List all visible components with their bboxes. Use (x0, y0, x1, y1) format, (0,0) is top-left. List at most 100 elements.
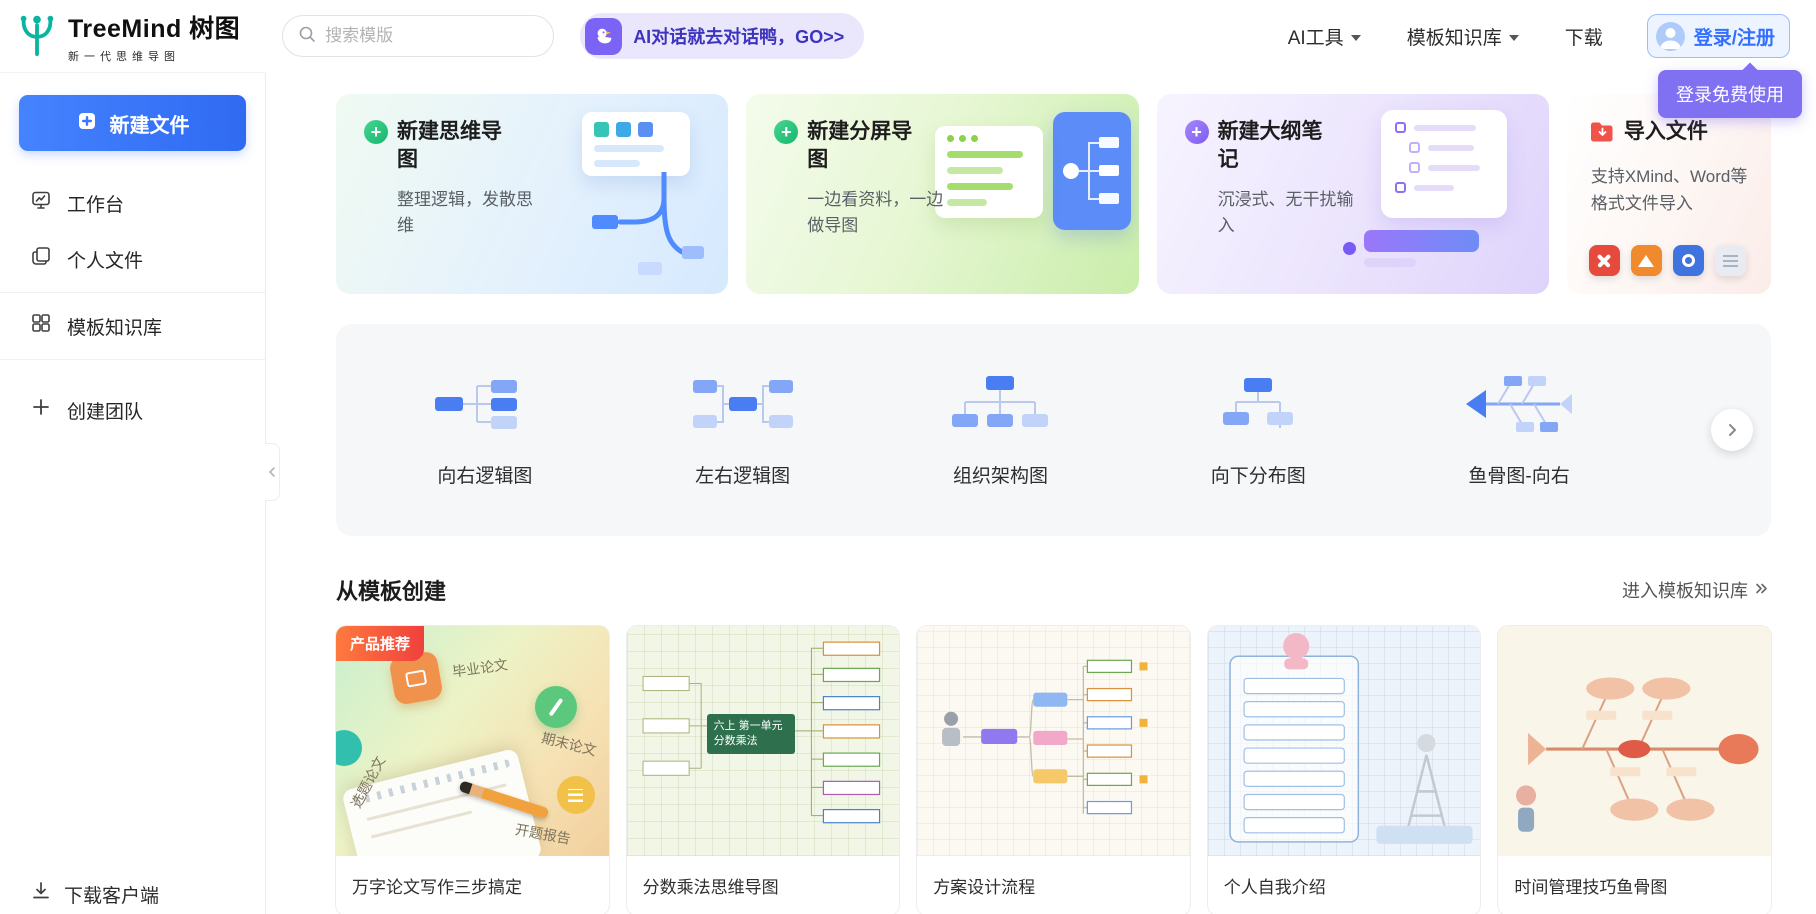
txt-app-icon (1714, 245, 1746, 276)
template-title: 时间管理技巧鱼骨图 (1514, 878, 1668, 897)
header-nav: AI工具 模板知识库 下载 (1288, 23, 1603, 50)
structure-org-chart[interactable]: 组织架构图 (948, 372, 1052, 488)
plus-circle-icon: + (364, 120, 388, 144)
ai-banner-text: AI对话就去对话鸭，GO>> (633, 27, 845, 47)
templates-section-head: 从模板创建 进入模板知识库 (336, 574, 1769, 606)
new-file-label: 新建文件 (109, 114, 190, 137)
splitview-illustration (931, 112, 1131, 282)
split-map-panel (1052, 112, 1131, 230)
pages-icon (30, 245, 52, 273)
sidebar-divider (0, 359, 265, 360)
outline-illustration (1342, 110, 1537, 286)
structure-down-distribution[interactable]: 向下分布图 (1206, 372, 1310, 488)
xmind-app-icon (1588, 245, 1620, 276)
search-input[interactable] (325, 26, 540, 46)
import-folder-icon (1589, 120, 1615, 152)
nav-label: 模板知识库 (1406, 27, 1502, 49)
structure-label: 左右逻辑图 (695, 466, 791, 487)
structure-label: 向下分布图 (1210, 466, 1306, 487)
download-client-label: 下载客户端 (64, 885, 160, 907)
search-icon (297, 24, 317, 49)
nav-label: AI工具 (1287, 27, 1344, 49)
mind-app-icon (1630, 245, 1662, 276)
structure-fishbone-right[interactable]: 鱼骨图-向右 (1464, 372, 1574, 488)
plus-icon (30, 396, 52, 424)
down-distribution-icon (1206, 372, 1310, 441)
create-card-desc: 整理逻辑，发散思维 (397, 189, 533, 236)
structure-label: 组织架构图 (952, 466, 1048, 487)
grid-icon (30, 312, 52, 340)
nav-template-library[interactable]: 模板知识库 (1407, 23, 1519, 50)
nav-label: 下载 (1564, 27, 1603, 49)
avatar-icon (1655, 21, 1685, 51)
treemind-trident-icon (14, 11, 60, 62)
login-register-button[interactable]: 登录/注册 (1646, 14, 1790, 58)
create-card-title: 新建分屏导图 (807, 120, 913, 172)
top-header: TreeMind 树图 新一代思维导图 AI对话就去对话鸭，GO>> AI工具 … (0, 0, 1816, 118)
double-chevron-right-icon (1754, 580, 1769, 601)
create-card-title: 导入文件 (1623, 120, 1708, 143)
template-card-self-intro[interactable]: 个人自我介绍 (1207, 626, 1481, 914)
create-mindmap-card[interactable]: + 新建思维导图 整理逻辑，发散思维 (336, 94, 729, 294)
download-client-button[interactable]: 下载客户端 (30, 880, 159, 908)
sidebar-item-label: 个人文件 (67, 250, 144, 272)
create-card-desc: 沉浸式、无干扰输入 (1217, 189, 1354, 236)
template-card-fraction-mindmap[interactable]: 六上 第一单元 分数乘法 分数乘法思维导图 (626, 626, 900, 914)
create-actions-row: + 新建思维导图 整理逻辑，发散思维 (336, 94, 1771, 294)
sidebar-divider (0, 292, 265, 293)
sidebar-item-create-team[interactable]: 创建团队 (0, 382, 265, 438)
plus-circle-icon: + (774, 120, 799, 144)
enter-template-library-link[interactable]: 进入模板知识库 (1622, 577, 1769, 603)
template-thumbnail: 产品推荐 毕业论文 期末论文 选题论文 开题报告 (336, 626, 609, 856)
chevron-down-icon (1350, 34, 1361, 41)
nav-ai-tools[interactable]: AI工具 (1288, 23, 1361, 50)
circle-sticker-icon (336, 730, 362, 766)
template-card-design-flow[interactable]: 方案设计流程 (917, 626, 1190, 914)
thumb-label: 期末论文 (539, 729, 598, 759)
sidebar-collapse-handle[interactable] (265, 443, 280, 502)
create-card-desc: 支持XMind、Word等格式文件导入 (1590, 167, 1748, 213)
mindmap-illustration (523, 106, 718, 292)
sidebar-item-label: 创建团队 (67, 401, 144, 423)
right-logic-diagram-icon (433, 372, 537, 441)
create-card-desc: 一边看资料，一边做导图 (807, 189, 944, 236)
login-tooltip: 登录免费使用 (1658, 70, 1802, 118)
chevron-down-icon (1508, 34, 1519, 41)
file-plus-icon (76, 110, 98, 137)
template-title: 分数乘法思维导图 (642, 878, 779, 897)
create-card-title: 新建大纲笔记 (1217, 120, 1323, 172)
create-outline-card[interactable]: + 新建大纲笔记 沉浸式、无干扰输入 (1156, 94, 1549, 294)
thumb-center-node: 六上 第一单元 分数乘法 (706, 714, 795, 754)
nav-download[interactable]: 下载 (1565, 23, 1603, 50)
template-search[interactable] (282, 15, 555, 57)
template-card-thesis[interactable]: 产品推荐 毕业论文 期末论文 选题论文 开题报告 (336, 626, 609, 914)
main-content: + 新建思维导图 整理逻辑，发散思维 (266, 72, 1816, 914)
structure-label: 向右逻辑图 (437, 466, 533, 487)
templates-section-title: 从模板创建 (336, 579, 447, 604)
logo[interactable]: TreeMind 树图 新一代思维导图 (14, 9, 240, 64)
create-splitview-card[interactable]: + 新建分屏导图 一边看资料，一边做导图 (746, 94, 1139, 294)
template-thumbnail (917, 626, 1190, 856)
template-card-time-fishbone[interactable]: 时间管理技巧鱼骨图 (1498, 626, 1771, 914)
sidebar-item-workspace[interactable]: 工作台 (0, 175, 265, 231)
sidebar-item-label: 模板知识库 (67, 317, 163, 339)
sidebar-item-personal-files[interactable]: 个人文件 (0, 231, 265, 287)
structure-left-right-logic[interactable]: 左右逻辑图 (691, 372, 795, 488)
sidebar-item-template-library[interactable]: 模板知识库 (0, 298, 265, 354)
structure-selector-bar: 向右逻辑图 左右逻辑图 (336, 324, 1771, 536)
template-title: 方案设计流程 (933, 878, 1036, 897)
import-apps-illustration (1588, 245, 1746, 276)
fishbone-diagram-icon (1464, 372, 1574, 441)
product-recommend-badge: 产品推荐 (336, 626, 425, 661)
doc-sticker-icon (556, 776, 595, 814)
import-file-card[interactable]: 导入文件 支持XMind、Word等格式文件导入 (1566, 94, 1771, 294)
new-file-button[interactable]: 新建文件 (19, 95, 246, 151)
template-cards-row: 产品推荐 毕业论文 期末论文 选题论文 开题报告 (336, 626, 1771, 914)
plus-circle-icon: + (1184, 120, 1209, 144)
thumb-label: 毕业论文 (451, 656, 509, 680)
structure-right-logic[interactable]: 向右逻辑图 (433, 372, 537, 488)
split-doc-panel (934, 126, 1043, 218)
ai-chat-banner[interactable]: AI对话就去对话鸭，GO>> (580, 13, 865, 59)
structures-next-button[interactable] (1711, 409, 1753, 451)
